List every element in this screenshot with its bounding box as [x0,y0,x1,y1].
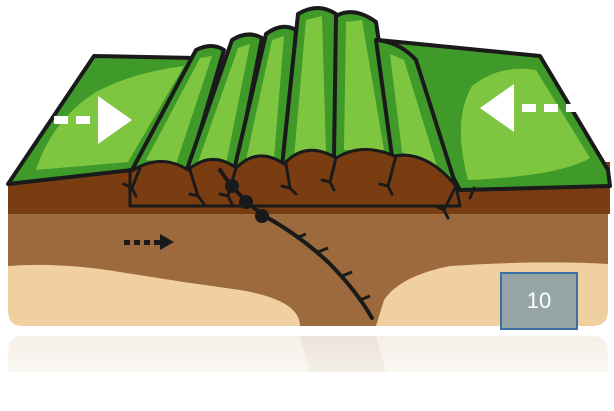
slide-number-badge: 10 [500,272,578,330]
reflection [0,336,614,411]
